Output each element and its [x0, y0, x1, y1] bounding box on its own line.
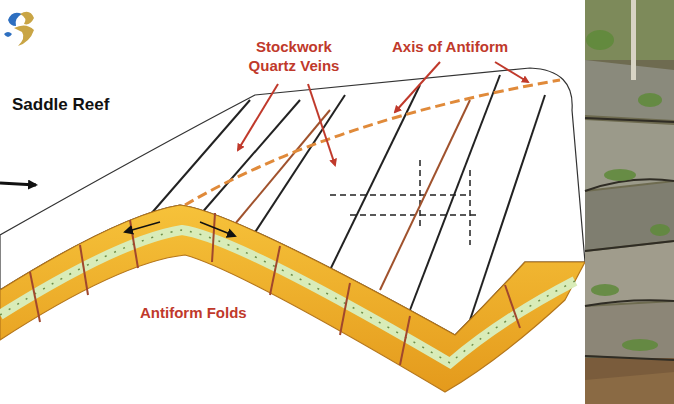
logo [4, 12, 34, 46]
figure-label: Saddle Reef [12, 94, 152, 115]
outcrop-photo [585, 0, 674, 404]
figure-label: Stockwork Quartz Veins [235, 38, 353, 76]
figure-label: Axis of Antiform [392, 38, 542, 57]
figure-label: Antiform Folds [140, 304, 280, 323]
